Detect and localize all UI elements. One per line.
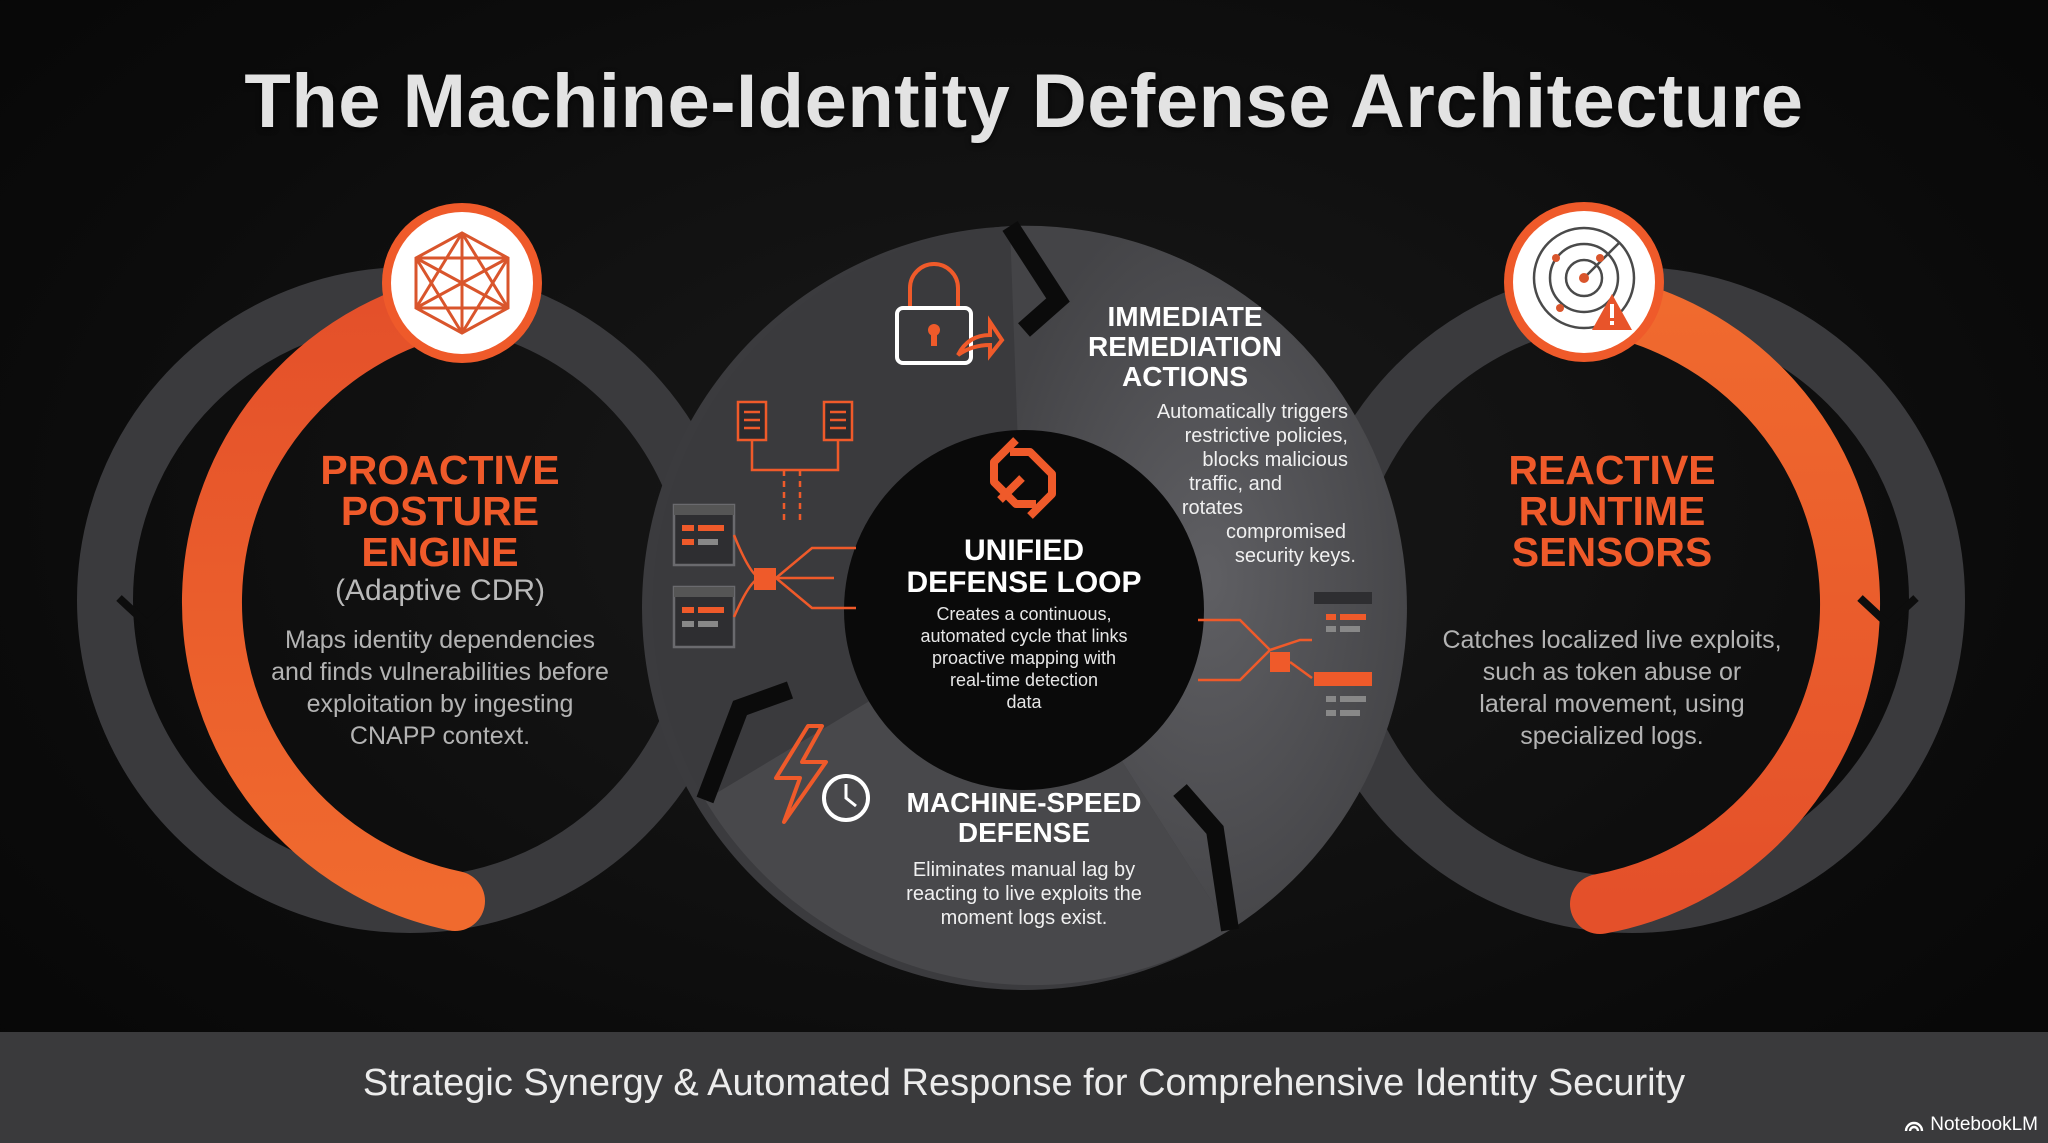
remediation-title-line: ACTIONS <box>1122 361 1248 392</box>
left-description: Maps identity dependencies and finds vul… <box>240 624 640 752</box>
right-title-line: REACTIVE <box>1508 447 1716 493</box>
center-hub <box>844 430 1204 790</box>
footer-tagline: Strategic Synergy & Automated Response f… <box>362 1062 1686 1104</box>
right-ring-arc <box>1550 271 1881 934</box>
center-description-line: real-time detection <box>949 670 1099 690</box>
speed-description-line: moment logs exist. <box>940 907 1108 929</box>
center-description: Creates a continuous, automated cycle th… <box>864 603 1184 713</box>
left-title-line: POSTURE <box>340 488 540 534</box>
speed-title: MACHINE-SPEED DEFENSE <box>874 788 1174 848</box>
center-description-line: data <box>1006 692 1042 712</box>
remediation-description-line: blocks malicious <box>1202 449 1348 471</box>
remediation-title: IMMEDIATE REMEDIATION ACTIONS <box>1060 302 1310 392</box>
remediation-title-line: REMEDIATION <box>1088 331 1282 362</box>
center-description-line: Creates a continuous, <box>936 604 1112 624</box>
segment-remediation <box>1010 225 1407 930</box>
brand-name: NotebookLM <box>1930 1114 2038 1135</box>
right-description-line: specialized logs. <box>1520 722 1704 750</box>
left-title: PROACTIVE POSTURE ENGINE <box>280 450 600 573</box>
lock-arrow-icon <box>895 262 1005 365</box>
network-cube-icon <box>382 203 542 363</box>
segment-separator-right <box>1173 784 1239 932</box>
speed-title-line: DEFENSE <box>957 817 1091 848</box>
right-title-line: RUNTIME <box>1518 488 1706 534</box>
brand-watermark: NotebookLM <box>1904 1114 2038 1136</box>
data-flow-graphic-right <box>1198 592 1372 716</box>
left-subtitle: (Adaptive CDR) <box>334 574 546 607</box>
speed-description-line: reacting to live exploits the <box>906 883 1142 905</box>
center-title: UNIFIED DEFENSE LOOP <box>864 535 1184 599</box>
left-ring-arc <box>181 271 500 931</box>
right-description: Catches localized live exploits, such as… <box>1412 624 1812 752</box>
center-cycle <box>642 221 1407 990</box>
segment-speed <box>705 608 1230 986</box>
segment-separator-bottom <box>696 681 794 804</box>
footer-bar <box>0 1032 2048 1143</box>
left-description-line: exploitation by ingesting <box>306 690 574 718</box>
center-description-line: proactive mapping with <box>931 648 1117 668</box>
remediation-description-line: traffic, and <box>1188 473 1282 495</box>
lightning-clock-icon <box>774 724 870 824</box>
page-title: The Machine-Identity Defense Architectur… <box>244 59 1804 144</box>
left-description-line: Maps identity dependencies <box>285 626 595 654</box>
left-description-line: and finds vulnerabilities before <box>271 658 609 686</box>
center-title-line: DEFENSE LOOP <box>906 566 1142 599</box>
right-description-line: lateral movement, using <box>1479 690 1745 718</box>
left-title-line: PROACTIVE <box>320 447 560 493</box>
speed-description: Eliminates manual lag by reacting to liv… <box>854 858 1194 930</box>
remediation-description-line: Automatically triggers <box>1156 401 1348 423</box>
segment-separator-top <box>1002 221 1070 337</box>
notebook-logo-icon <box>1905 1121 1924 1132</box>
linked-loop-icon <box>990 437 1056 519</box>
right-description-line: Catches localized live exploits, <box>1442 626 1782 654</box>
center-title-line: UNIFIED <box>964 534 1084 567</box>
right-title-line: SENSORS <box>1511 529 1713 575</box>
left-title-line: ENGINE <box>361 529 519 575</box>
speed-title-line: MACHINE-SPEED <box>906 787 1142 818</box>
remediation-description-line: rotates <box>1181 497 1243 519</box>
center-description-line: automated cycle that links <box>920 626 1128 646</box>
right-title: REACTIVE RUNTIME SENSORS <box>1452 450 1772 573</box>
data-flow-graphic <box>672 400 856 649</box>
left-ring-chevron <box>116 595 178 630</box>
remediation-description-line: restrictive policies, <box>1184 425 1348 447</box>
remediation-title-line: IMMEDIATE <box>1107 301 1263 332</box>
speed-description-line: Eliminates manual lag by <box>912 859 1136 881</box>
remediation-description-line: security keys. <box>1234 545 1356 567</box>
radar-alert-icon <box>1504 202 1664 362</box>
right-ring-chevron <box>1857 595 1919 630</box>
left-description-line: CNAPP context. <box>349 722 531 750</box>
remediation-description-line: compromised <box>1225 521 1346 543</box>
right-description-line: such as token abuse or <box>1482 658 1742 686</box>
remediation-description: Automatically triggers restrictive polic… <box>1110 400 1360 568</box>
